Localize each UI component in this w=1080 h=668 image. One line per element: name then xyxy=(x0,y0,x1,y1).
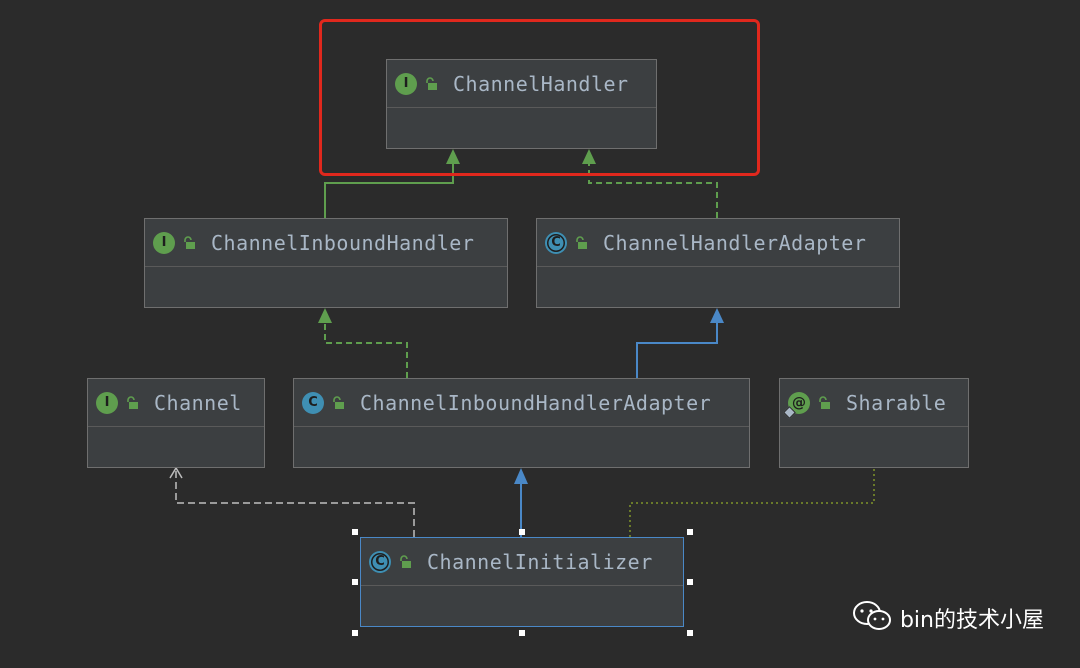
selection-handle-top-right[interactable] xyxy=(687,529,693,535)
edge-inbound-adapter-to-handler-adapter xyxy=(636,308,724,378)
selection-handle-middle-right[interactable] xyxy=(687,579,693,585)
interface-icon: I xyxy=(96,391,118,414)
edge-handler-adapter-to-handler xyxy=(582,149,718,218)
watermark-text: bin的技术小屋 xyxy=(899,608,1044,633)
annotation-symbol: @ xyxy=(792,394,806,411)
node-header: I ChannelInboundHandler xyxy=(145,219,507,267)
class-icon: C xyxy=(302,391,324,414)
node-header: C ChannelInitializer xyxy=(361,538,683,586)
node-channel-initializer[interactable]: C ChannelInitializer xyxy=(360,537,684,627)
node-channel[interactable]: I Channel xyxy=(87,378,265,468)
unlocked-icon xyxy=(328,393,348,413)
selection-handle-bottom-center[interactable] xyxy=(519,630,525,636)
class-name: ChannelInitializer xyxy=(427,549,653,574)
unlocked-icon xyxy=(421,74,441,94)
node-header: I Channel xyxy=(88,379,264,427)
node-header: C ChannelHandlerAdapter xyxy=(537,219,899,267)
class-name: ChannelInboundHandlerAdapter xyxy=(360,390,712,415)
edge-initializer-to-sharable xyxy=(629,468,875,537)
unlocked-icon xyxy=(395,552,415,572)
annotation-icon: @ xyxy=(783,391,810,419)
unlocked-icon xyxy=(571,233,591,253)
class-name: Channel xyxy=(154,390,242,415)
wechat-icon xyxy=(852,600,892,636)
edge-inbound-handler-to-handler xyxy=(324,149,460,218)
node-channel-inbound-handler-adapter[interactable]: C ChannelInboundHandlerAdapter xyxy=(293,378,750,468)
interface-icon: I xyxy=(153,231,175,254)
selection-handle-bottom-right[interactable] xyxy=(687,630,693,636)
class-name: Sharable xyxy=(846,390,947,415)
selection-handle-top-left[interactable] xyxy=(352,529,358,535)
abstract-class-icon: C xyxy=(369,550,391,573)
unlocked-icon xyxy=(814,393,834,413)
selection-handle-middle-left[interactable] xyxy=(352,579,358,585)
class-name: ChannelInboundHandler xyxy=(211,230,475,255)
class-name: ChannelHandlerAdapter xyxy=(603,230,867,255)
unlocked-icon xyxy=(122,393,142,413)
node-header: C ChannelInboundHandlerAdapter xyxy=(294,379,749,427)
node-header: I ChannelHandler xyxy=(387,60,656,108)
watermark: bin的技术小屋 xyxy=(852,600,1044,636)
edge-inbound-adapter-to-inbound-handler xyxy=(318,308,408,378)
interface-icon: I xyxy=(395,72,417,95)
selection-handle-bottom-left[interactable] xyxy=(352,630,358,636)
node-channel-handler[interactable]: I ChannelHandler xyxy=(386,59,657,149)
unlocked-icon xyxy=(179,233,199,253)
node-channel-inbound-handler[interactable]: I ChannelInboundHandler xyxy=(144,218,508,308)
abstract-class-icon: C xyxy=(545,231,567,254)
highlight-frame xyxy=(319,19,760,176)
selection-handle-top-center[interactable] xyxy=(519,529,525,535)
node-header: @ Sharable xyxy=(780,379,968,427)
edge-initializer-to-inbound-adapter xyxy=(514,468,528,537)
class-name: ChannelHandler xyxy=(453,71,629,96)
edge-initializer-to-channel xyxy=(169,466,415,537)
node-channel-handler-adapter[interactable]: C ChannelHandlerAdapter xyxy=(536,218,900,308)
node-sharable[interactable]: @ Sharable xyxy=(779,378,969,468)
